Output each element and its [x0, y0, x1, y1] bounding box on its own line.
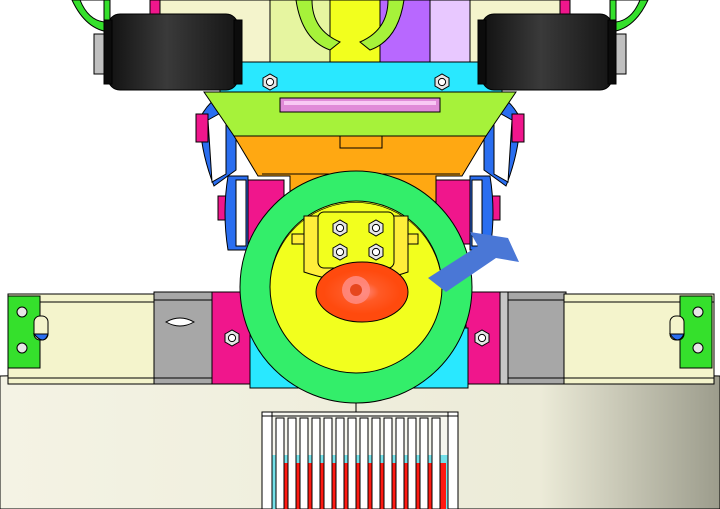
- mount-block-right: [465, 291, 501, 385]
- red-lens: [315, 261, 409, 323]
- bolt-cap: [291, 211, 419, 282]
- black-roller-right: [477, 13, 617, 91]
- black-roller-left: [103, 13, 243, 91]
- rail-slot: [164, 317, 196, 327]
- end-clamp-left: [7, 295, 49, 369]
- top-cyan-plate: [219, 57, 503, 97]
- heat-sink: [261, 392, 459, 509]
- orange-carriage: [233, 135, 487, 203]
- end-clamp-right: [669, 295, 713, 369]
- callout-arrow[interactable]: [428, 232, 519, 292]
